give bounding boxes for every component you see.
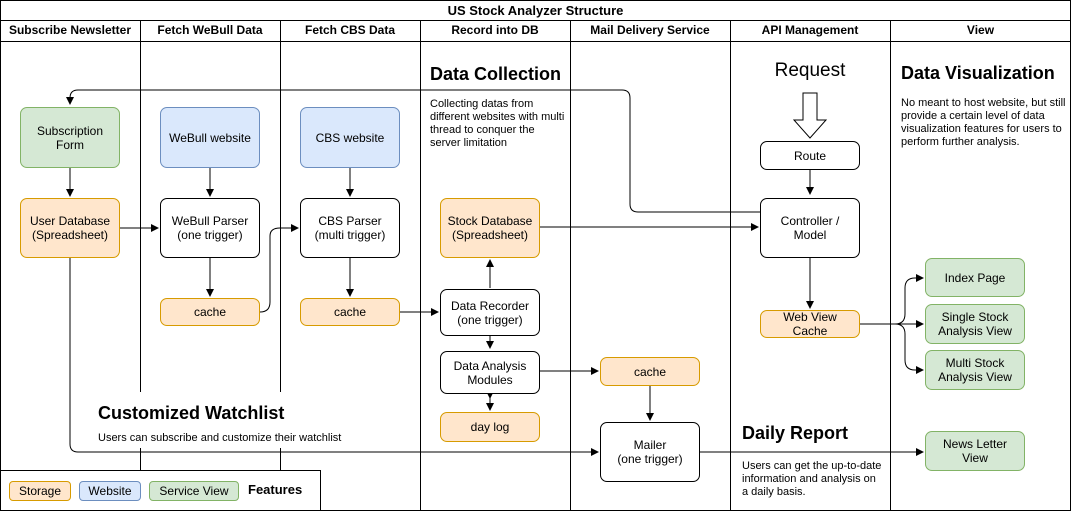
legend-features-label: Features: [248, 482, 303, 497]
mailer-node[interactable]: Mailer (one trigger): [600, 422, 700, 482]
lane-header-cbs: Fetch CBS Data: [304, 23, 396, 37]
arrow-webullcache-to-cbsparser: [259, 224, 299, 313]
arrow-webcache-to-multi: [894, 323, 924, 374]
daily-report-text: Users can get the up-to-date information…: [742, 460, 882, 498]
route-node[interactable]: Route: [760, 141, 860, 170]
legend-storage: Storage: [9, 481, 71, 501]
user-database-node[interactable]: User Database (Spreadsheet): [20, 198, 120, 258]
lane-header-view: View: [966, 23, 995, 37]
lane-header-webull: Fetch WeBull Data: [157, 23, 263, 37]
customized-watchlist-text: Users can subscribe and customize their …: [98, 432, 342, 444]
data-visualization-text: No meant to host website, but still prov…: [901, 97, 1066, 148]
index-page-node[interactable]: Index Page: [925, 258, 1025, 297]
customized-watchlist-heading: Customized Watchlist: [98, 403, 285, 423]
cbs-parser-node[interactable]: CBS Parser (multi trigger): [300, 198, 400, 258]
stock-database-node[interactable]: Stock Database (Spreadsheet): [440, 198, 540, 258]
webull-parser-node[interactable]: WeBull Parser (one trigger): [160, 198, 260, 258]
webull-website-node[interactable]: WeBull website: [160, 107, 260, 168]
cbs-cache-node[interactable]: cache: [300, 298, 400, 326]
cbs-website-node[interactable]: CBS website: [300, 107, 400, 168]
daily-report-heading: Daily Report: [742, 423, 849, 443]
request-arrow-icon: [792, 92, 828, 139]
lane-header-subscribe: Subscribe Newsletter: [8, 23, 132, 37]
day-log-node[interactable]: day log: [440, 412, 540, 442]
single-stock-view-node[interactable]: Single Stock Analysis View: [925, 304, 1025, 344]
webull-cache-node[interactable]: cache: [160, 298, 260, 326]
mail-cache-node[interactable]: cache: [600, 357, 700, 386]
news-letter-view-node[interactable]: News Letter View: [925, 431, 1025, 471]
data-collection-text: Collecting datas from different websites…: [430, 98, 565, 149]
multi-stock-view-node[interactable]: Multi Stock Analysis View: [925, 350, 1025, 390]
arrow-controller-to-form: [66, 89, 760, 213]
data-visualization-heading: Data Visualization: [901, 63, 1055, 83]
data-analysis-node[interactable]: Data Analysis Modules: [440, 351, 540, 394]
lane-header-record: Record into DB: [451, 23, 539, 37]
lane-header-api: API Management: [761, 23, 859, 37]
legend-website: Website: [79, 481, 141, 501]
request-label: Request: [774, 60, 846, 81]
subscription-form-node[interactable]: Subscription Form: [20, 107, 120, 168]
arrow-webcache-to-index: [860, 274, 924, 325]
flow-arrows: [66, 89, 924, 456]
arrow-userdb-to-mailer: [69, 258, 599, 456]
lane-header-mail: Mail Delivery Service: [590, 23, 710, 37]
diagram-title: US Stock Analyzer Structure: [447, 3, 624, 18]
data-recorder-node[interactable]: Data Recorder (one trigger): [440, 289, 540, 336]
data-collection-heading: Data Collection: [430, 64, 562, 84]
legend-service-view: Service View: [149, 481, 239, 501]
web-view-cache-node[interactable]: Web View Cache: [760, 310, 860, 338]
controller-model-node[interactable]: Controller / Model: [760, 198, 860, 258]
